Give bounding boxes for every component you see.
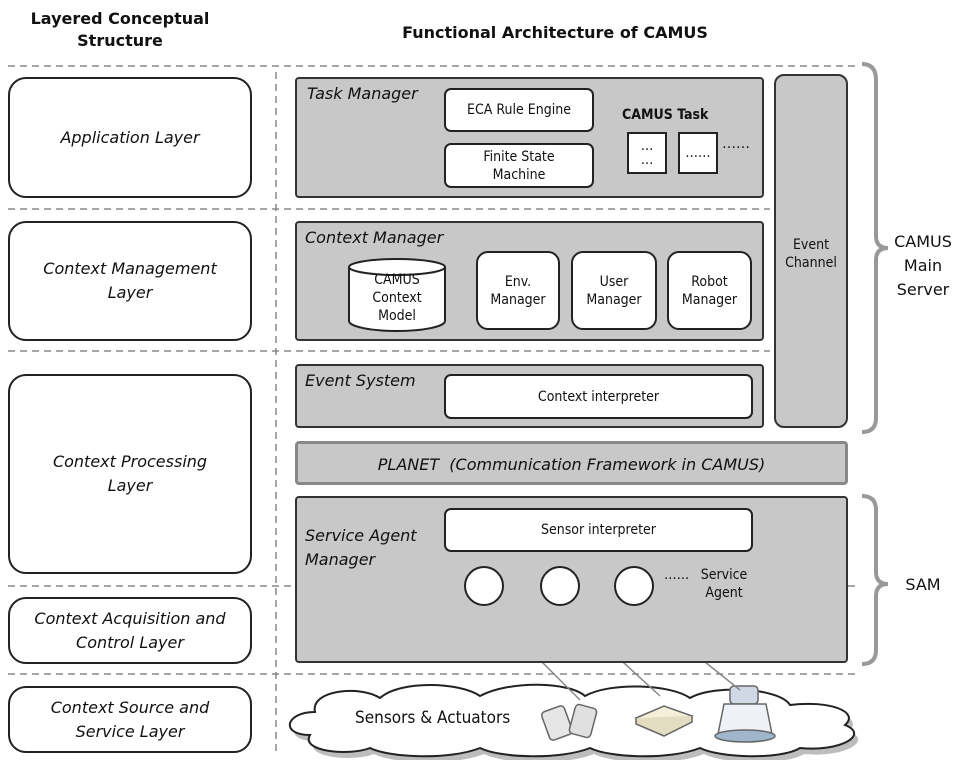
context-manager-title: Context Manager	[305, 228, 444, 247]
context-interpreter-box: Context interpreter	[444, 374, 753, 419]
finite-state-machine-box: Finite State Machine	[444, 143, 594, 188]
application-layer: Application Layer	[8, 77, 252, 198]
main-server-brace	[861, 62, 889, 434]
context-source-layer: Context Source and Service Layer	[8, 686, 252, 753]
context-model-label: CAMUS Context Model	[372, 272, 422, 324]
service-agent-dots: ……	[664, 567, 690, 583]
env-manager-box: Env. Manager	[476, 251, 560, 330]
user-manager-box: User Manager	[571, 251, 657, 330]
context-processing-layer: Context Processing Layer	[8, 374, 252, 574]
service-agent-circle-3	[614, 566, 654, 606]
left-header: Layered Conceptual Structure	[30, 9, 210, 50]
task-manager-title: Task Manager	[307, 84, 418, 103]
context-management-layer: Context Management Layer	[8, 221, 252, 341]
context-acquisition-layer: Context Acquisition and Control Layer	[8, 597, 252, 664]
task-document-icon-2: ……	[678, 132, 718, 174]
task-more-dots: ……	[722, 136, 750, 152]
camus-task-label: CAMUS Task	[622, 107, 709, 123]
context-model-cylinder: CAMUS Context Model	[347, 257, 447, 333]
event-channel-label: Event Channel	[785, 237, 837, 271]
service-agent-circle-1	[464, 566, 504, 606]
eca-rule-engine-box: ECA Rule Engine	[444, 88, 594, 132]
planet-bar: PLANET (Communication Framework in CAMUS…	[295, 441, 848, 485]
camus-main-server-label: CAMUS Main Server	[894, 232, 952, 299]
sensor-interpreter-box: Sensor interpreter	[444, 508, 753, 552]
robot-manager-box: Robot Manager	[667, 251, 752, 330]
sensor-device-icons	[540, 685, 776, 743]
sam-title: Service Agent Manager	[305, 526, 417, 569]
sam-side-label: SAM	[905, 575, 941, 594]
event-system-title: Event System	[305, 371, 416, 390]
service-agent-label: Service Agent	[700, 567, 748, 601]
service-agent-circle-2	[540, 566, 580, 606]
sensors-actuators-label: Sensors & Actuators	[355, 708, 511, 728]
right-header: Functional Architecture of CAMUS	[402, 23, 708, 42]
sam-brace	[861, 494, 889, 666]
planet-label: PLANET (Communication Framework in CAMUS…	[377, 455, 766, 474]
event-channel-panel: Event Channel	[774, 74, 848, 428]
task-document-icon: … …	[627, 132, 667, 174]
